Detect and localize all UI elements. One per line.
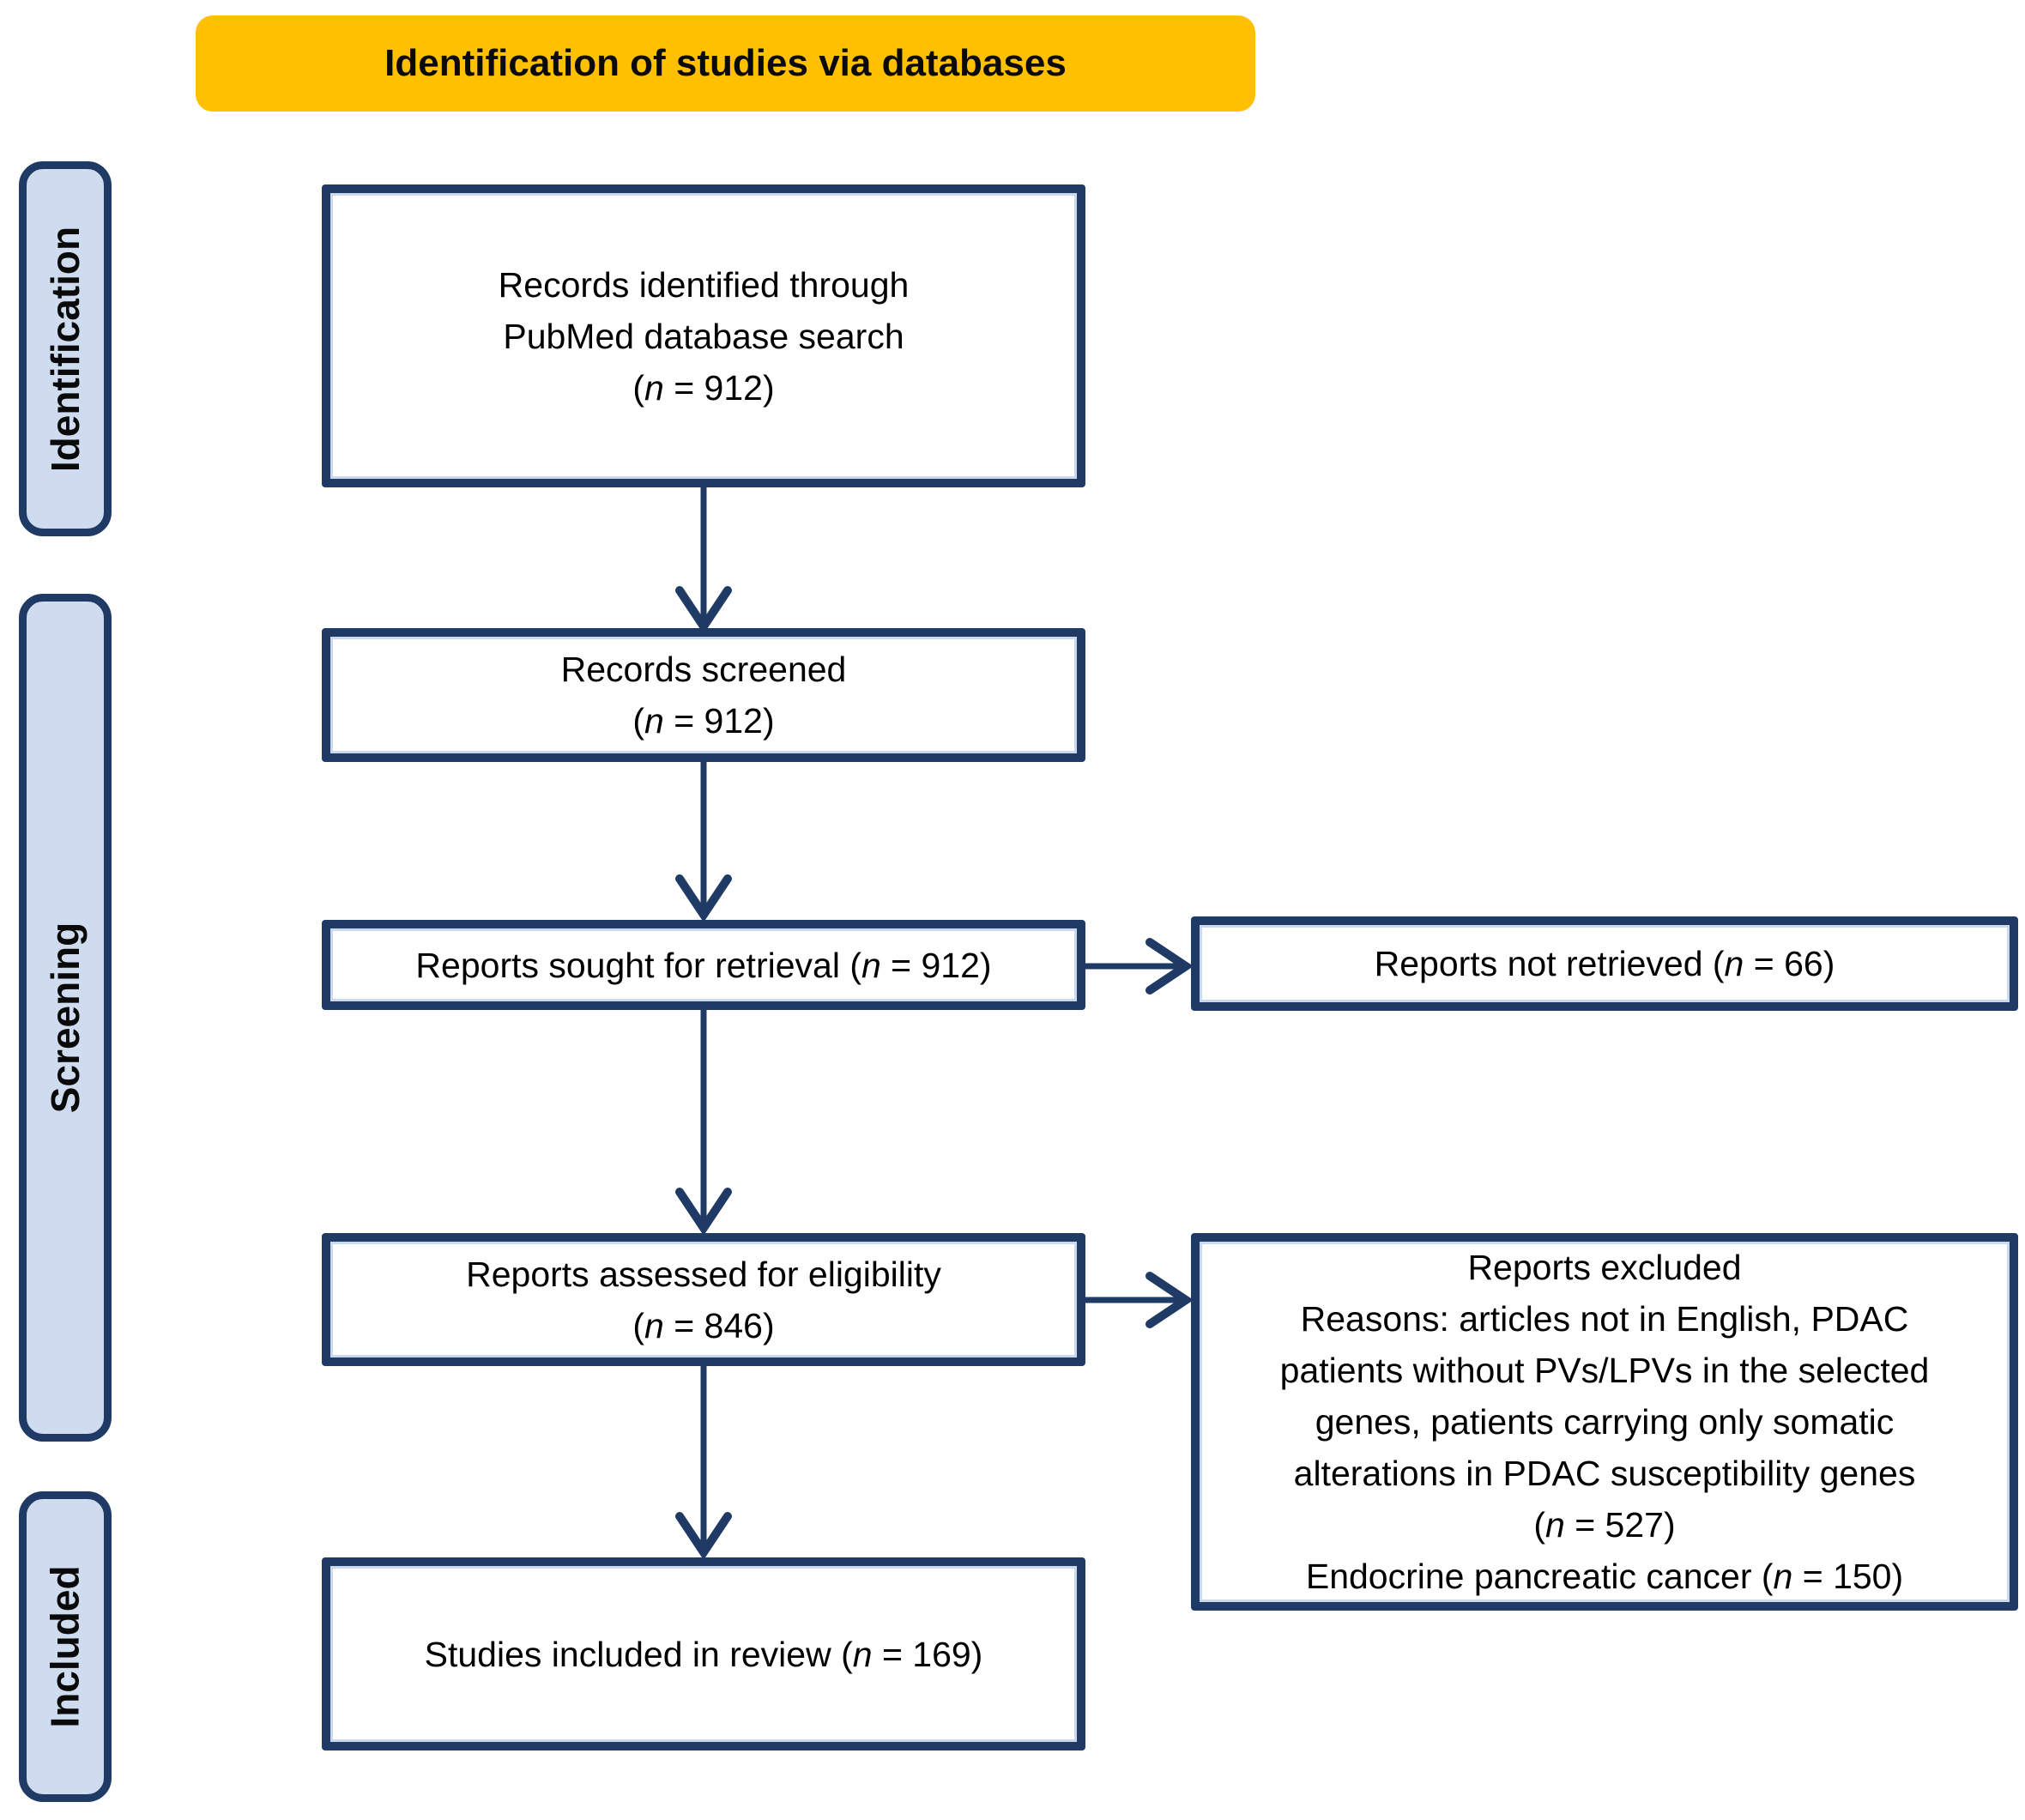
- stage-label-identification: Identification: [19, 161, 112, 536]
- box-reports-sought-for-retrieval: Reports sought for retrieval (n = 912): [322, 920, 1085, 1010]
- diagram-title-banner: Identification of studies via databases: [196, 15, 1255, 112]
- stage-label-screening-text: Screening: [43, 922, 88, 1114]
- arrow-sought-to-assessed: [675, 1010, 732, 1237]
- stage-label-identification-text: Identification: [43, 226, 88, 472]
- stage-label-included-text: Included: [43, 1565, 88, 1728]
- box-studies-included-in-review: Studies included in review (n = 169): [322, 1557, 1085, 1750]
- stage-label-screening: Screening: [19, 594, 112, 1442]
- box-reports-assessed-for-eligibility: Reports assessed for eligibility(n = 846…: [322, 1233, 1085, 1366]
- box-records-screened: Records screened(n = 912): [322, 628, 1085, 762]
- box-reports-not-retrieved: Reports not retrieved (n = 66): [1191, 916, 2018, 1011]
- arrow-assessed-to-excluded: [1085, 1272, 1194, 1328]
- stage-label-included: Included: [19, 1491, 112, 1802]
- arrow-screened-to-sought: [675, 762, 732, 923]
- arrow-assessed-to-included: [675, 1366, 732, 1561]
- diagram-title: Identification of studies via databases: [384, 42, 1067, 84]
- arrow-sought-to-not-retrieved: [1085, 938, 1194, 995]
- arrow-identified-to-screened: [675, 487, 732, 635]
